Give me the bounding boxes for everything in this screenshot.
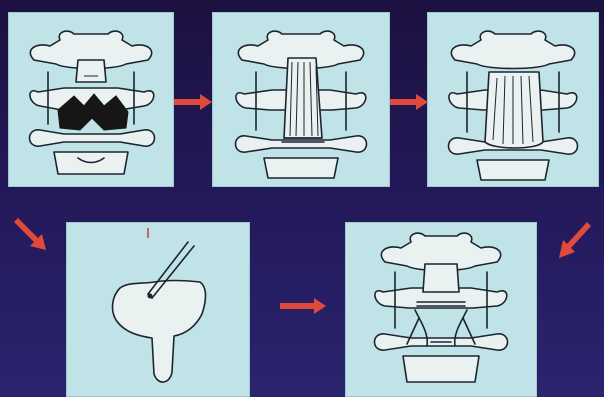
arrow-right-icon (278, 296, 328, 316)
panel-2 (212, 12, 390, 187)
panel-1 (8, 12, 174, 187)
spine-with-graft-icon (212, 12, 390, 187)
panel-3 (427, 12, 599, 187)
arrow-down-left-icon (555, 218, 595, 262)
arrow-down-right-icon (10, 214, 50, 254)
bone-graft-with-forceps-icon (66, 222, 250, 397)
arrow-right-icon (172, 92, 214, 112)
panel-4 (66, 222, 250, 397)
arrow-right-icon (388, 92, 430, 112)
spine-with-plate-icon (427, 12, 599, 187)
spine-with-defect-icon (8, 12, 174, 187)
panel-5 (345, 222, 537, 397)
spine-with-screws-icon (345, 222, 537, 397)
